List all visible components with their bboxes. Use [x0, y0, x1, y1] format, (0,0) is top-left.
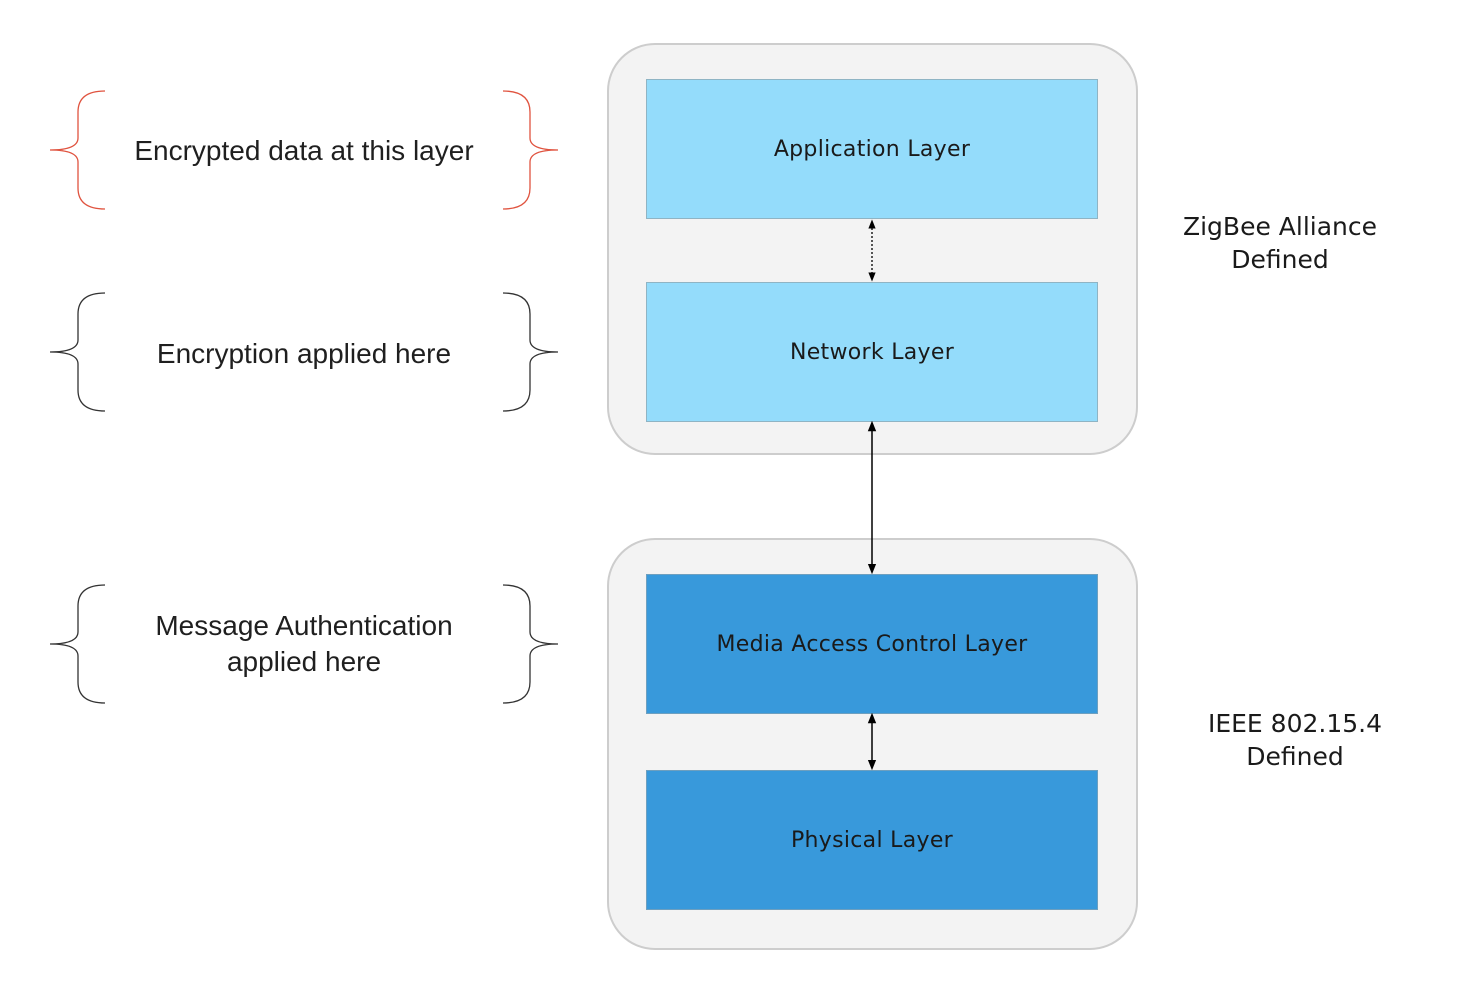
left-brace-2	[49, 292, 106, 412]
mac-layer-label: Media Access Control Layer	[716, 631, 1028, 657]
right-brace-3	[502, 584, 559, 704]
left-brace-3	[49, 584, 106, 704]
encryption-applied-text: Encryption applied here	[156, 338, 452, 369]
message-auth-annotation: Message Authentication applied here	[108, 608, 500, 680]
network-layer-box: Network Layer	[646, 282, 1098, 422]
application-layer-label: Application Layer	[773, 136, 971, 162]
encrypted-data-annotation: Encrypted data at this layer	[108, 133, 500, 169]
right-brace-2	[502, 292, 559, 412]
zigbee-label-line-1: ZigBee Alliance	[1182, 212, 1378, 241]
right-brace-1	[502, 90, 559, 210]
encryption-applied-annotation: Encryption applied here	[108, 336, 500, 372]
network-layer-label: Network Layer	[789, 339, 955, 365]
message-auth-text-line-1: Message Authentication	[155, 610, 453, 641]
left-brace-1	[49, 90, 106, 210]
zigbee-label-line-2: Defined	[1231, 245, 1329, 274]
encrypted-data-text: Encrypted data at this layer	[134, 135, 474, 166]
mac-layer-box: Media Access Control Layer	[646, 574, 1098, 714]
application-layer-box: Application Layer	[646, 79, 1098, 219]
ieee-label-line-2: Defined	[1246, 742, 1344, 771]
ieee-defined-label: IEEE 802.15.4 Defined	[1185, 707, 1405, 773]
zigbee-defined-label: ZigBee Alliance Defined	[1170, 210, 1390, 276]
ieee-label-line-1: IEEE 802.15.4	[1207, 709, 1383, 738]
physical-layer-box: Physical Layer	[646, 770, 1098, 910]
message-auth-text-line-2: applied here	[226, 646, 382, 677]
physical-layer-label: Physical Layer	[790, 827, 954, 853]
